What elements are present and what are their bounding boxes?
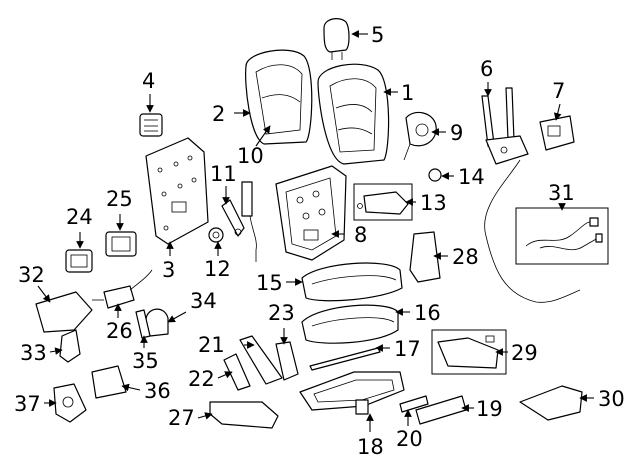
- part-track-frame: [481, 87, 529, 165]
- leader-lines: [37, 30, 594, 432]
- part-end-cap: [59, 329, 81, 363]
- callout-15: 15: [256, 271, 283, 295]
- callout-18: 18: [357, 435, 384, 459]
- callout-16: 16: [414, 301, 441, 325]
- part-side-trim: [437, 335, 499, 369]
- part-cushion-pad: [301, 304, 399, 344]
- part-side-panel: [91, 365, 127, 399]
- callout-27: 27: [168, 406, 195, 430]
- callout-2: 2: [212, 102, 225, 126]
- callout-3: 3: [162, 258, 175, 282]
- part-clip-20: [399, 395, 429, 413]
- part-bracket-22: [223, 353, 251, 391]
- part-rear-panel: [145, 137, 209, 245]
- part-clip: [139, 113, 163, 137]
- callout-21: 21: [198, 333, 225, 357]
- part-seatback-cover: [317, 63, 390, 165]
- callout-24: 24: [66, 205, 93, 229]
- callout-22: 22: [188, 367, 215, 391]
- callout-19: 19: [476, 397, 503, 421]
- callout-30: 30: [598, 387, 625, 411]
- part-cover-34: [145, 308, 169, 337]
- callout-9: 9: [450, 121, 463, 145]
- part-side-cover: [357, 191, 409, 215]
- part-bracket: [539, 115, 575, 151]
- part-nut: [428, 168, 442, 182]
- part-cover-35: [135, 309, 151, 339]
- part-switch-24: [65, 249, 93, 273]
- part-lever: [221, 199, 245, 237]
- box-part-31: [515, 207, 609, 265]
- part-rear-cover: [519, 385, 583, 421]
- callout-33: 33: [20, 341, 47, 365]
- part-switch-25: [105, 231, 137, 257]
- callout-13: 13: [420, 191, 447, 215]
- part-rod: [309, 347, 381, 371]
- part-side-shield: [409, 231, 441, 283]
- callout-17: 17: [394, 337, 421, 361]
- callout-28: 28: [452, 245, 479, 269]
- part-cable: [484, 159, 581, 303]
- callout-8: 8: [354, 223, 367, 247]
- callout-11: 11: [210, 162, 237, 186]
- callout-12: 12: [204, 257, 231, 281]
- callout-25: 25: [106, 187, 133, 211]
- callout-20: 20: [396, 427, 423, 451]
- part-recliner: [403, 111, 437, 161]
- part-cushion-cover: [301, 262, 403, 302]
- part-knob: [208, 227, 224, 243]
- callout-26: 26: [106, 319, 133, 343]
- callout-7: 7: [552, 79, 565, 103]
- callout-35: 35: [132, 349, 159, 373]
- callout-1: 1: [401, 81, 414, 105]
- part-outer-bracket: [35, 291, 93, 333]
- callout-6: 6: [480, 57, 493, 81]
- part-headrest: [323, 18, 350, 60]
- part-escutcheon: [53, 383, 87, 423]
- callout-31: 31: [548, 181, 575, 205]
- part-seatback-frame: [275, 165, 347, 261]
- part-wire-harness: [525, 217, 603, 251]
- callout-10: 10: [237, 144, 264, 168]
- part-front-trim: [209, 401, 279, 429]
- callout-32: 32: [18, 263, 45, 287]
- callout-36: 36: [144, 379, 171, 403]
- part-seatback-pad: [245, 49, 313, 145]
- callout-14: 14: [458, 165, 485, 189]
- callout-29: 29: [511, 341, 538, 365]
- callout-23: 23: [268, 301, 295, 325]
- part-seat-frame: [299, 371, 405, 415]
- callout-5: 5: [371, 23, 384, 47]
- part-cable-rod: [241, 181, 257, 262]
- callout-4: 4: [142, 69, 155, 93]
- part-actuator: [92, 269, 153, 309]
- callout-34: 34: [190, 289, 217, 313]
- callout-numbers: 1 2 3 4 5 6 7 8 9 10 11 12 13 14 15 16 1…: [14, 23, 625, 459]
- callout-37: 37: [14, 392, 41, 416]
